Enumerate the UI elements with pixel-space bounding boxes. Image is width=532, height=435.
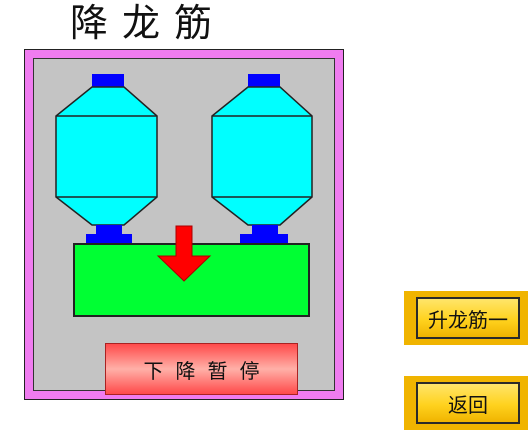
left-hopper-outlet xyxy=(86,234,132,243)
left-hopper-top-cap xyxy=(92,74,124,87)
right-hopper-top-cap xyxy=(248,74,280,87)
back-button-label: 返回 xyxy=(416,382,520,424)
machine-panel: 下降暂停 xyxy=(24,49,344,400)
raise-rebar-button-label: 升龙筋一 xyxy=(416,297,520,339)
left-hopper-icon xyxy=(55,74,158,243)
right-hopper-outlet xyxy=(240,234,288,243)
machine-panel-inner: 下降暂停 xyxy=(33,58,335,395)
raise-rebar-button[interactable]: 升龙筋一 xyxy=(404,291,528,345)
right-hopper-icon xyxy=(211,74,313,243)
left-hopper-neck xyxy=(96,225,122,234)
back-button[interactable]: 返回 xyxy=(404,376,528,430)
down-arrow-icon xyxy=(156,225,212,282)
right-hopper-neck xyxy=(252,225,278,234)
page-title: 降龙筋 xyxy=(69,1,226,45)
right-hopper-body xyxy=(211,86,313,226)
machine-scene xyxy=(55,74,313,317)
left-hopper-body xyxy=(55,86,158,226)
descend-pause-button[interactable]: 下降暂停 xyxy=(105,343,298,395)
